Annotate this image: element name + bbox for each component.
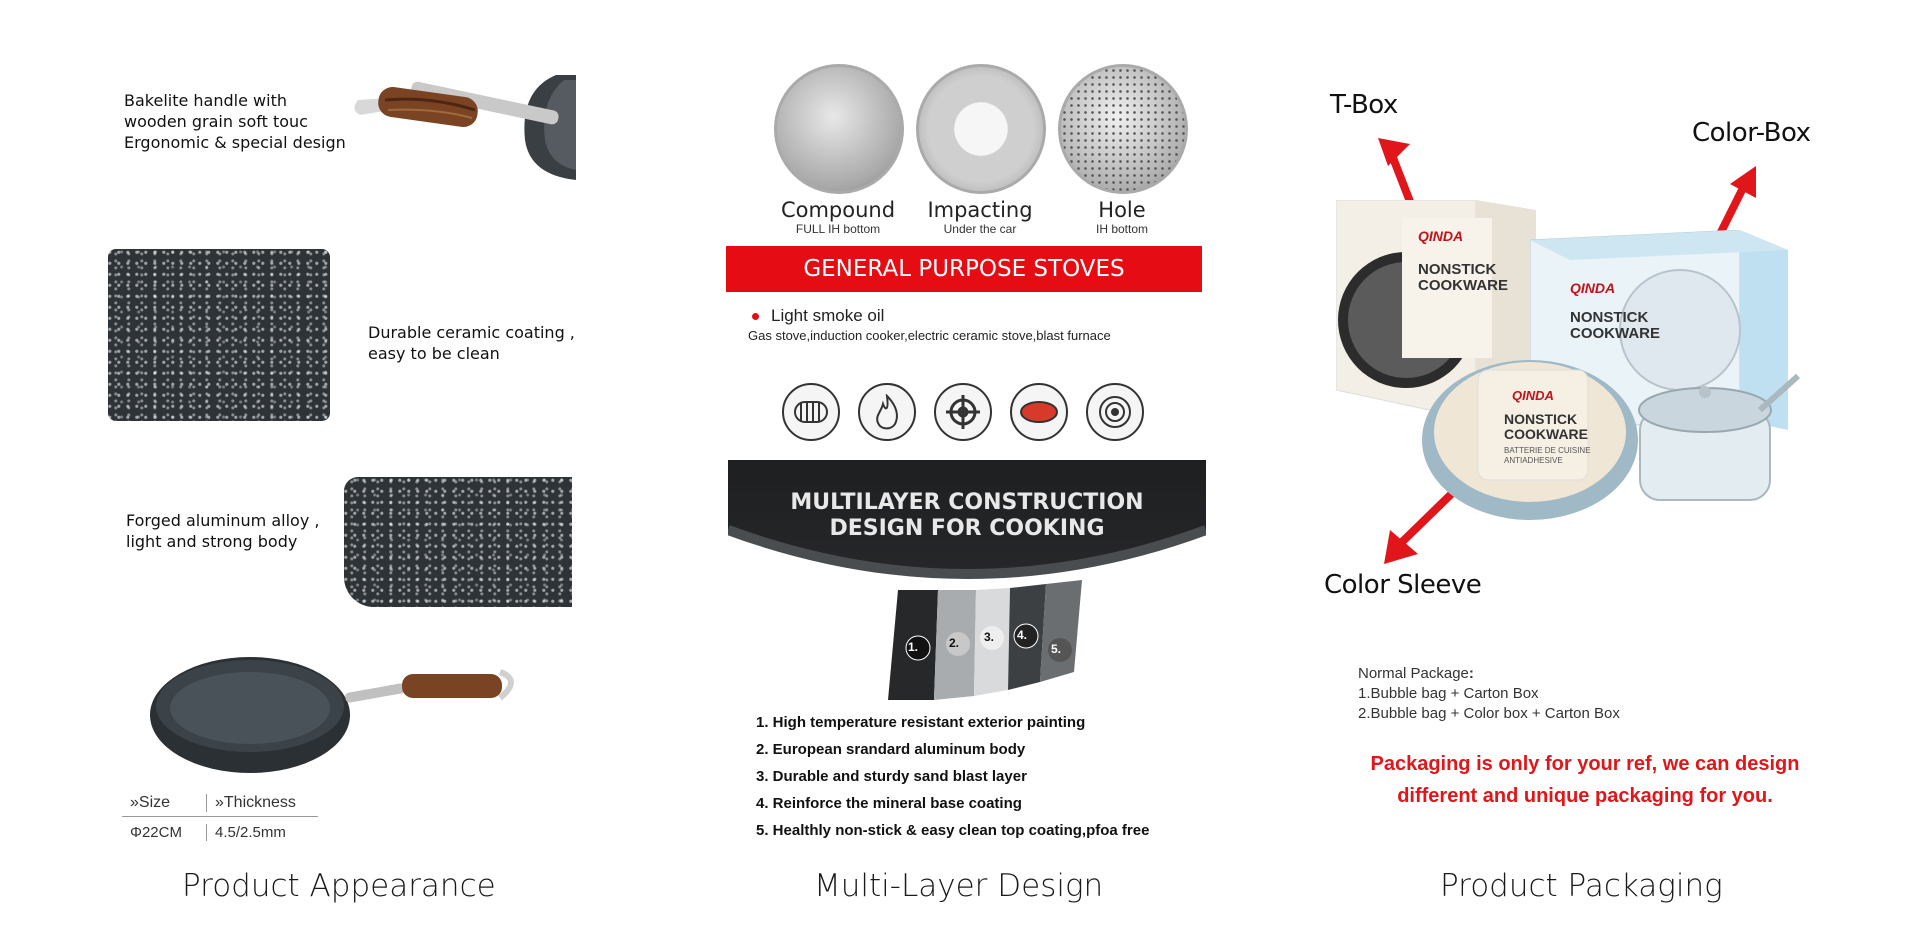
notice-line: different and unique packaging for you. bbox=[1397, 785, 1773, 807]
layer-item: 1. High temperature resistant exterior p… bbox=[756, 714, 1086, 731]
sleeve-small-text: BATTERIE DE CUISINE ANTIADHESIVE bbox=[1504, 446, 1591, 466]
sleeve-text: NONSTICK COOKWARE bbox=[1504, 412, 1588, 442]
saucepan-image bbox=[1638, 373, 1800, 501]
layer-item: 4. Reinforce the mineral base coating bbox=[756, 795, 1022, 812]
table-header-size: »Size bbox=[122, 794, 207, 812]
feature-line: Forged aluminum alloy , bbox=[126, 511, 320, 530]
appearance-column: Bakelite handle with wooden grain soft t… bbox=[0, 0, 590, 947]
packaging-title: Product Packaging bbox=[1440, 868, 1723, 904]
tbox-text: NONSTICK COOKWARE bbox=[1418, 262, 1508, 294]
oil-bullet: Light smoke oil bbox=[752, 306, 884, 326]
stove-icons-row bbox=[782, 383, 1144, 441]
normal-package: Normal Package: 1.Bubble bag + Carton Bo… bbox=[1358, 664, 1620, 724]
coating-image bbox=[108, 249, 330, 421]
handle-image bbox=[354, 75, 576, 180]
normal-package-line: 2.Bubble bag + Color box + Carton Box bbox=[1358, 705, 1620, 722]
bottom-name: Compound bbox=[780, 198, 896, 222]
colorbox-text-line: NONSTICK bbox=[1570, 309, 1649, 326]
bottom-sub: IH bottom bbox=[1095, 222, 1149, 236]
layer-number-3: 3. bbox=[984, 630, 995, 644]
layer-item: 2. European srandard aluminum body bbox=[756, 741, 1026, 758]
bullet-dot bbox=[752, 312, 759, 320]
sleeve-text-line: NONSTICK bbox=[1504, 411, 1578, 427]
impacting-bottom-disc bbox=[916, 64, 1046, 194]
feature-line: light and strong body bbox=[126, 532, 298, 551]
sleeve-text-line: COOKWARE bbox=[1504, 426, 1588, 442]
colorbox-image: QINDA NONSTICK COOKWARE bbox=[1529, 229, 1790, 450]
gas-flame-icon bbox=[858, 383, 916, 441]
bottom-impacting: Impacting Under the car bbox=[900, 64, 1060, 236]
induction-coil-icon bbox=[782, 383, 840, 441]
banner-text: GENERAL PURPOSE STOVES bbox=[803, 256, 1125, 282]
coating-feature-text: Durable ceramic coating , easy to be cle… bbox=[368, 322, 575, 364]
feature-line: Ergonomic & special design bbox=[124, 133, 346, 152]
layer-number-4: 4. bbox=[1017, 628, 1028, 642]
frying-pan-image bbox=[150, 657, 514, 773]
stoves-banner: GENERAL PURPOSE STOVES bbox=[726, 246, 1202, 292]
colorbox-text-line: COOKWARE bbox=[1570, 325, 1660, 342]
spec-table: »Size »Thickness Φ22CM 4.5/2.5mm bbox=[122, 790, 318, 847]
layer-number-1: 1. bbox=[908, 640, 919, 654]
hole-bottom-disc bbox=[1058, 64, 1188, 194]
feature-line: easy to be clean bbox=[368, 344, 500, 363]
layers-list: 1. High temperature resistant exterior p… bbox=[756, 709, 1149, 844]
feature-line: Bakelite handle with bbox=[124, 91, 287, 110]
stove-types-text: Gas stove,induction cooker,electric cera… bbox=[748, 328, 1111, 343]
packaging-column: T-Box Color-Box Color Sleeve QINDA NONST… bbox=[1300, 0, 1900, 947]
packaging-notice: Packaging is only for your ref, we can d… bbox=[1300, 748, 1870, 812]
gas-burner-icon bbox=[934, 383, 992, 441]
construction-heading-line: MULTILAYER CONSTRUCTION bbox=[790, 490, 1144, 515]
electric-plate-icon bbox=[1010, 383, 1068, 441]
bottom-name: Hole bbox=[1098, 198, 1146, 222]
layer-item: 5. Healthly non-stick & easy clean top c… bbox=[756, 822, 1150, 839]
construction-svg bbox=[728, 460, 1206, 700]
bottom-hole: Hole IH bottom bbox=[1042, 64, 1202, 236]
multilayer-column: Compound FULL IH bottom Impacting Under … bbox=[700, 0, 1220, 947]
bottom-name: Impacting bbox=[927, 198, 1033, 222]
normal-package-line: 1.Bubble bag + Carton Box bbox=[1358, 685, 1539, 702]
tbox-text-line: COOKWARE bbox=[1418, 277, 1508, 294]
sleeve-small-line: BATTERIE DE CUISINE bbox=[1504, 446, 1591, 455]
sleeve-small-line: ANTIADHESIVE bbox=[1504, 456, 1563, 465]
tbox-brand: QINDA bbox=[1418, 228, 1464, 244]
sleeve-pan-image: QINDA NONSTICK COOKWARE BATTERIE DE CUIS… bbox=[1420, 340, 1640, 520]
feature-line: Durable ceramic coating , bbox=[368, 323, 575, 342]
bottom-sub: Under the car bbox=[943, 222, 1017, 236]
bottom-compound: Compound FULL IH bottom bbox=[758, 64, 918, 236]
table-header-thickness: »Thickness bbox=[215, 794, 296, 811]
ceramic-hob-icon bbox=[1086, 383, 1144, 441]
body-feature-text: Forged aluminum alloy , light and strong… bbox=[126, 510, 319, 552]
construction-heading-line: DESIGN FOR COOKING bbox=[829, 516, 1105, 541]
layer-number-5: 5. bbox=[1051, 642, 1062, 656]
sleeve-brand: QINDA bbox=[1512, 388, 1554, 403]
tbox-label: T-Box bbox=[1330, 90, 1398, 120]
table-cell-thickness: 4.5/2.5mm bbox=[215, 823, 286, 841]
handle-feature-text: Bakelite handle with wooden grain soft t… bbox=[124, 90, 346, 153]
colorbox-brand: QINDA bbox=[1570, 280, 1616, 296]
appearance-title: Product Appearance bbox=[182, 868, 496, 904]
layer-number-2: 2. bbox=[949, 636, 960, 650]
layer-item: 3. Durable and sturdy sand blast layer bbox=[756, 768, 1027, 785]
construction-graphic: MULTILAYER CONSTRUCTION DESIGN FOR COOKI… bbox=[728, 460, 1206, 700]
body-image bbox=[344, 477, 572, 607]
compound-bottom-disc bbox=[774, 64, 904, 194]
table-cell-size: Φ22CM bbox=[122, 823, 207, 841]
notice-line: Packaging is only for your ref, we can d… bbox=[1370, 753, 1800, 775]
bullet-text: Light smoke oil bbox=[771, 306, 885, 325]
tbox-text-line: NONSTICK bbox=[1418, 261, 1497, 278]
tbox-image: QINDA NONSTICK COOKWARE bbox=[1335, 199, 1566, 430]
normal-package-title: Normal Package: bbox=[1358, 665, 1474, 682]
sleeve-label: Color Sleeve bbox=[1324, 570, 1482, 600]
normal-title-text: Normal Package bbox=[1358, 665, 1469, 682]
multilayer-title: Multi-Layer Design bbox=[814, 868, 1104, 904]
construction-heading: MULTILAYER CONSTRUCTION DESIGN FOR COOKI… bbox=[728, 490, 1206, 542]
feature-line: wooden grain soft touc bbox=[124, 112, 308, 131]
bottom-sub: FULL IH bottom bbox=[795, 222, 881, 236]
colorbox-label: Color-Box bbox=[1692, 118, 1811, 148]
colorbox-text: NONSTICK COOKWARE bbox=[1570, 310, 1660, 342]
